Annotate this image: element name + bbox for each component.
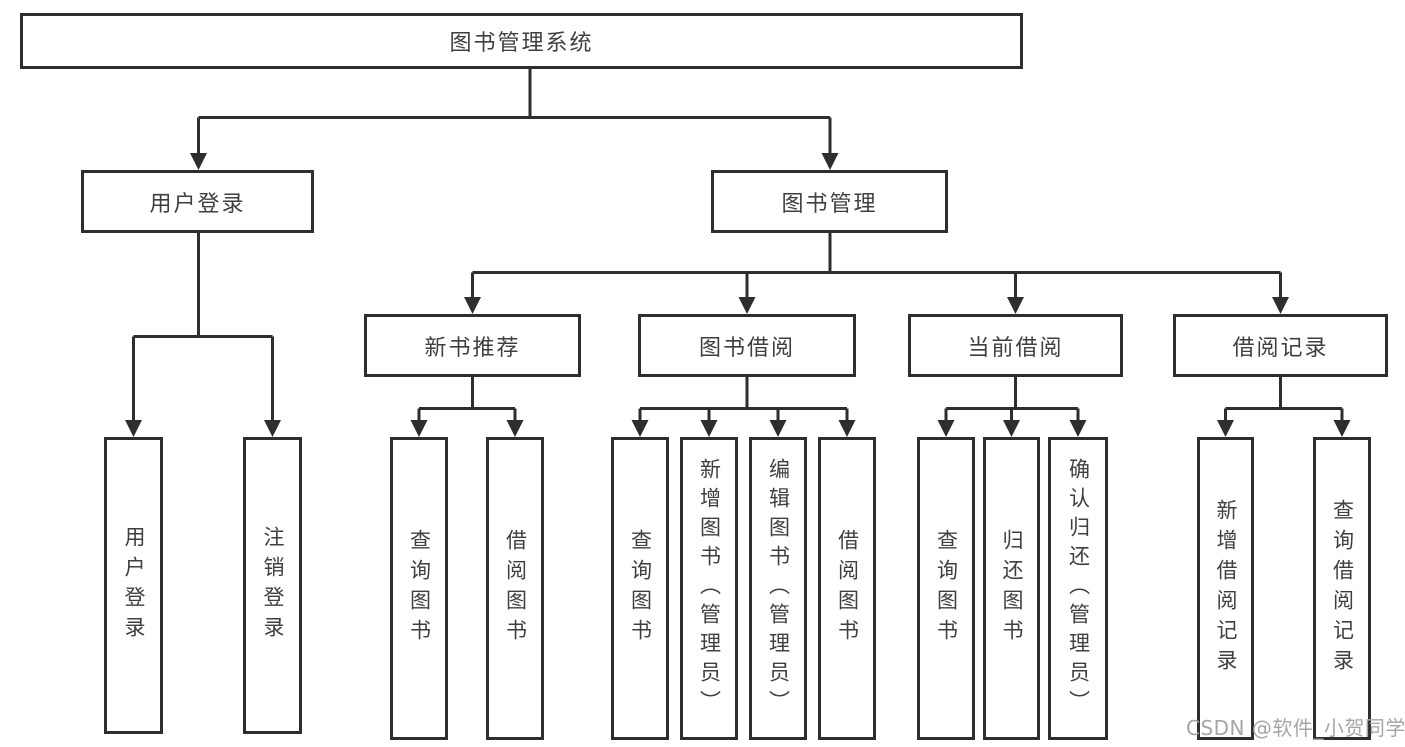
- node-borrow-records: 借阅记录: [1173, 314, 1388, 377]
- node-book-borrowing: 图书借阅: [638, 314, 856, 377]
- node-label: 查询图书: [628, 528, 653, 649]
- leaf-logout: 注销登录: [243, 437, 302, 734]
- arrow-down-icon: [937, 420, 1087, 437]
- node-label: 图书管理: [781, 191, 878, 217]
- node-label: 查询图书: [934, 528, 959, 649]
- node-current-borrowing: 当前借阅: [908, 314, 1123, 377]
- arrow-down-icon: [1217, 420, 1351, 437]
- node-label: 借阅图书: [503, 528, 528, 649]
- connector-root-to-level2: [190, 69, 839, 170]
- node-user-login: 用户登录: [81, 170, 314, 233]
- node-label: 查询借阅记录: [1330, 498, 1355, 679]
- connector-new-book-recommend-to-leaves: [410, 376, 524, 437]
- node-book-management: 图书管理: [711, 170, 948, 233]
- leaf-user-login: 用户登录: [104, 437, 163, 734]
- node-new-book-recommend: 新书推荐: [364, 314, 581, 377]
- node-label: 注销登录: [261, 525, 285, 646]
- connector-borrow-records-to-leaves: [1217, 376, 1351, 437]
- node-label: 借阅图书: [835, 528, 860, 649]
- node-label: 新增图书（管理员）: [697, 458, 722, 719]
- node-label: 归还图书: [1000, 528, 1024, 649]
- arrow-down-icon: [410, 420, 524, 437]
- node-label: 图书借阅: [698, 335, 795, 361]
- leaf-bb-query-books: 查询图书: [611, 437, 669, 740]
- node-label: 图书管理系统: [449, 31, 594, 56]
- csdn-watermark: CSDN @软件_小贺同学: [1186, 716, 1405, 740]
- leaf-confirm-return-admin: 确认归还（管理员）: [1048, 437, 1108, 740]
- node-label: 用户登录: [122, 525, 146, 646]
- connector-line: [1224, 376, 1344, 421]
- leaf-cb-query-books: 查询图书: [917, 437, 975, 740]
- arrow-down-icon: [464, 297, 1289, 314]
- node-label: 当前借阅: [967, 335, 1064, 361]
- connector-current-borrowing-to-leaves: [937, 376, 1087, 437]
- leaf-nb-borrow-books: 借阅图书: [486, 437, 544, 740]
- arrow-down-icon: [190, 153, 839, 170]
- leaf-return-books: 归还图书: [983, 437, 1040, 740]
- connector-book-borrowing-to-leaves: [631, 376, 856, 437]
- leaf-query-borrow-record: 查询借阅记录: [1313, 437, 1371, 740]
- arrow-down-icon: [631, 420, 856, 437]
- connector-line: [132, 233, 274, 421]
- node-label: 新增借阅记录: [1214, 498, 1238, 679]
- node-label: 用户登录: [149, 191, 246, 217]
- connector-line: [638, 376, 849, 421]
- connector-line: [471, 233, 1282, 298]
- node-label: 借阅记录: [1232, 335, 1329, 361]
- arrow-down-icon: [125, 420, 281, 437]
- node-label: 编辑图书（管理员）: [766, 458, 791, 719]
- node-label: 查询图书: [407, 528, 432, 649]
- connector-line: [197, 69, 832, 154]
- leaf-bb-borrow-books: 借阅图书: [818, 437, 876, 740]
- node-label: 确认归还（管理员）: [1066, 458, 1091, 719]
- leaf-add-books-admin: 新增图书（管理员）: [680, 437, 738, 740]
- leaf-nb-query-books: 查询图书: [390, 437, 448, 740]
- leaf-add-borrow-record: 新增借阅记录: [1197, 437, 1254, 740]
- node-root: 图书管理系统: [20, 13, 1023, 69]
- connector-user-login-to-leaves: [125, 233, 281, 437]
- leaf-edit-books-admin: 编辑图书（管理员）: [749, 437, 807, 740]
- connector-book-management-to-level3: [464, 233, 1289, 314]
- connector-line: [944, 376, 1080, 421]
- connector-line: [417, 376, 517, 421]
- node-label: 新书推荐: [424, 335, 521, 361]
